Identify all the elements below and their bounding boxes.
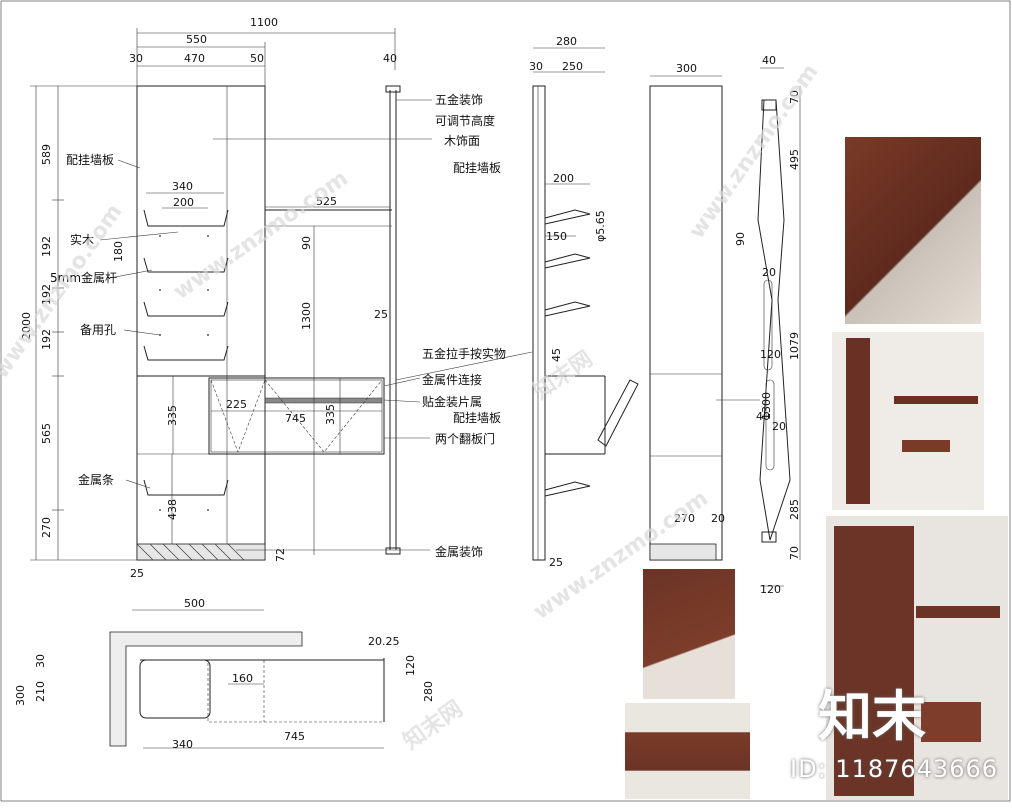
- dim-565: 565: [40, 423, 53, 444]
- callout-hardware-pull: 五金拉手按实物: [422, 346, 506, 361]
- watermark-url-1: www.znzmo.com: [0, 200, 127, 384]
- photo-full-view: [826, 516, 1008, 800]
- plan-dim-120: 120: [404, 655, 417, 676]
- dim-270: 270: [40, 517, 53, 538]
- pole-dim-120: 120: [760, 348, 781, 361]
- dim-525: 525: [316, 195, 337, 208]
- plan-dim-280: 280: [422, 681, 435, 702]
- dim-1100: 1100: [250, 16, 278, 29]
- side2-dim-1300: 1300: [760, 392, 773, 420]
- callout-gold-strip: 贴金装片属: [422, 394, 482, 409]
- callout-wall-panel-2: 配挂墙板: [453, 411, 501, 425]
- dim-72: 72: [274, 548, 287, 562]
- plan-dim-500: 500: [184, 597, 205, 610]
- dim-25-mid: 25: [374, 308, 388, 321]
- dim-90: 90: [300, 236, 313, 250]
- callout-wall-panel: 配挂墙板: [453, 161, 501, 175]
- dim-192c: 192: [40, 329, 53, 350]
- pole-dim-120-bottom: 120: [760, 583, 781, 596]
- side-dim-200: 200: [553, 172, 574, 185]
- pole-dim-90: 90: [734, 232, 747, 246]
- dim-200: 200: [173, 196, 194, 209]
- label-spare-hole: 备用孔: [80, 323, 116, 337]
- pole-dim-1079: 1079: [788, 332, 801, 360]
- plan-dim-300: 300: [14, 685, 27, 706]
- side2-dim-300: 300: [676, 62, 697, 75]
- photo-detail-1: [845, 137, 981, 324]
- dim-335a: 335: [166, 405, 179, 426]
- label-solid-wood: 实木: [70, 232, 94, 247]
- callout-hardware-connect: 金属件连接: [422, 372, 482, 387]
- side2-dim-20: 20: [711, 512, 725, 525]
- side-dim-30: 30: [529, 60, 543, 73]
- callout-two-flap-doors: 两个翻板门: [435, 431, 495, 446]
- dim-470: 470: [184, 52, 205, 65]
- plan-dim-160: 160: [232, 672, 253, 685]
- plan-dim-210: 210: [34, 681, 47, 702]
- pole-dim-20a: 20: [762, 266, 776, 279]
- watermark-cn-2: 知末网: [529, 346, 598, 405]
- dim-745: 745: [285, 412, 306, 425]
- pole-view: 40 70 495 90 20 1079 120 40 20 285 70 12…: [734, 54, 801, 596]
- plan-dim-20-25: 20.25: [368, 635, 400, 648]
- side2-dim-270: 270: [674, 512, 695, 525]
- plan-dim-745: 745: [284, 730, 305, 743]
- photo-detail-4: [625, 703, 750, 799]
- side-view-2: 300 1300 270 20: [649, 62, 773, 561]
- side-dim-280: 280: [556, 35, 577, 48]
- dim-589: 589: [40, 144, 53, 165]
- pole-dim-40-top: 40: [762, 54, 776, 67]
- dim-225: 225: [226, 398, 247, 411]
- brand-logo: 知末: [818, 685, 926, 748]
- plan-dim-340: 340: [172, 738, 193, 751]
- pole-dim-20b: 20: [772, 420, 786, 433]
- dim-192b: 192: [40, 284, 53, 305]
- label-metal-strip: 金属条: [78, 472, 114, 487]
- dim-335b: 335: [324, 404, 337, 425]
- front-view: [136, 85, 401, 561]
- watermark-cn-1: 知末网: [399, 696, 468, 755]
- dim-180: 180: [112, 241, 125, 262]
- callout-adjustable-height: 可调节高度: [435, 113, 495, 128]
- side-dim-phi: φ5.65: [594, 210, 607, 242]
- dim-30: 30: [129, 52, 143, 65]
- photo-detail-3: [643, 569, 735, 699]
- dim-2000: 2000: [20, 312, 33, 340]
- dim-25-bottom: 25: [130, 567, 144, 580]
- photo-detail-2: [832, 332, 984, 510]
- dim-550: 550: [186, 33, 207, 46]
- dim-192a: 192: [40, 236, 53, 257]
- dim-438: 438: [166, 499, 179, 520]
- pole-dim-495: 495: [788, 149, 801, 170]
- pole-dim-285: 285: [788, 499, 801, 520]
- dim-40-top: 40: [383, 52, 397, 65]
- side-dim-250: 250: [562, 60, 583, 73]
- watermark-url-3: www.znzmo.com: [684, 60, 823, 244]
- pole-dim-40-mid: 40: [756, 410, 770, 423]
- side-dim-150: 150: [546, 230, 567, 243]
- label-wall-panel: 配挂墙板: [66, 153, 114, 167]
- callout-hardware-deco: 五金装饰: [435, 92, 483, 107]
- brand-id: ID: 1187643666: [790, 755, 998, 783]
- callout-metal-deco: 金属装饰: [435, 544, 483, 559]
- callouts: 五金装饰 可调节高度 木饰面 配挂墙板 五金拉手按实物 金属件连接 贴金装片属 …: [213, 92, 533, 559]
- watermark-url-2: www.znzmo.com: [169, 166, 353, 305]
- pole-dim-70-bottom: 70: [788, 546, 801, 560]
- pole-dim-70-top: 70: [788, 90, 801, 104]
- dim-340: 340: [172, 180, 193, 193]
- side-dim-25: 25: [549, 556, 563, 569]
- plan-dim-30: 30: [34, 654, 47, 668]
- label-metal-rod: 5mm金属杆: [50, 270, 117, 285]
- callout-wood-veneer: 木饰面: [444, 134, 480, 148]
- dim-1300: 1300: [300, 302, 313, 330]
- dim-50: 50: [250, 52, 264, 65]
- side-dim-45: 45: [550, 348, 563, 362]
- front-view-dimensions: 1100 550 30 470 50 40 2000 589 192 192 1…: [20, 16, 397, 580]
- side-view: 280 30 250 200 150 φ5.65 45 25: [529, 35, 639, 569]
- plan-view: 500 20.25 30 210 300 120 280 160 340 745: [14, 597, 435, 751]
